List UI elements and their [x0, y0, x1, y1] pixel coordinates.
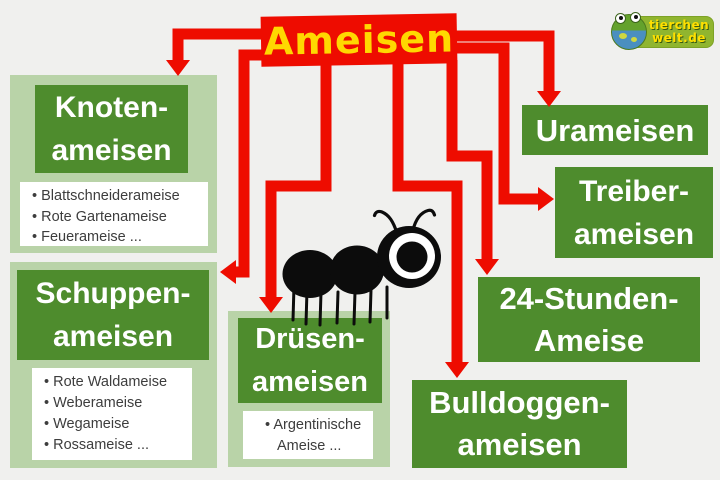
category-label-line1: Urameisen	[535, 112, 695, 148]
category-title-bulldoggenameisen: Bulldoggen- ameisen	[412, 380, 627, 468]
arrow-to-24-stunden-ameise	[446, 60, 493, 261]
category-title-24-stunden-ameise: 24-Stunden- Ameise	[478, 277, 700, 362]
main-title-label: Ameisen	[263, 16, 455, 64]
logo-text-line1: tierchen	[648, 18, 710, 32]
arrowhead-schuppenameisen	[220, 260, 236, 284]
arrow-to-knotenameisen	[172, 28, 262, 62]
example-list-schuppenameisen: Rote Waldameise Weberameise Wegameise Ro…	[32, 368, 192, 460]
category-label-line1: Knoten-	[54, 91, 169, 124]
category-label-line1: 24-Stunden-	[499, 280, 679, 316]
example-list-druesenameisen: Argentinische Ameise ...	[243, 411, 373, 459]
arrow-to-schuppenameisen	[236, 49, 262, 278]
arrowhead-24-stunden-ameise	[475, 259, 499, 275]
arrow-to-bulldoggenameisen	[392, 60, 463, 364]
category-title-treiberameisen: Treiber- ameisen	[555, 167, 713, 258]
list-item: Blattschneiderameise	[32, 186, 208, 207]
category-label-line2: ameisen	[51, 134, 172, 167]
arrowhead-knotenameisen	[166, 60, 190, 76]
category-label-line2: ameisen	[251, 365, 369, 398]
arrowhead-treiberameisen	[538, 187, 554, 211]
list-item: Weberameise	[44, 393, 192, 414]
main-title: Ameisen	[260, 13, 458, 67]
list-item: Feuerameise ...	[32, 227, 208, 248]
example-list-knotenameisen: Blattschneiderameise Rote Gartenameise F…	[20, 182, 208, 246]
category-label-line2: Ameise	[533, 322, 645, 358]
category-label-line2: ameisen	[52, 320, 174, 353]
arrow-to-druesenameisen	[265, 60, 332, 299]
category-label-line1: Schuppen-	[35, 277, 191, 310]
category-label-line1: Drüsen-	[255, 322, 365, 355]
category-title-schuppenameisen: Schuppen- ameisen	[17, 270, 209, 360]
list-item: Rossameise ...	[44, 435, 192, 456]
category-title-knotenameisen: Knoten- ameisen	[35, 85, 188, 173]
arrowhead-bulldoggenameisen	[445, 362, 469, 378]
list-item: Argentinische Ameise ...	[255, 415, 373, 457]
list-item: Rote Waldameise	[44, 372, 192, 393]
logo-text-line2: welt.de	[652, 31, 706, 45]
category-label-line2: ameisen	[457, 427, 582, 462]
arrow-to-urameisen	[456, 30, 555, 92]
category-label-line2: ameisen	[573, 217, 695, 251]
list-item: Rote Gartenameise	[32, 207, 208, 228]
frog-icon	[611, 12, 647, 50]
category-label-line1: Bulldoggen-	[429, 385, 610, 420]
category-title-urameisen: Urameisen	[522, 105, 708, 155]
category-label-line1: Treiber-	[578, 174, 690, 208]
list-item: Wegameise	[44, 414, 192, 435]
category-title-druesenameisen: Drüsen- ameisen	[238, 318, 382, 403]
site-logo: tierchen welt.de	[608, 8, 720, 56]
